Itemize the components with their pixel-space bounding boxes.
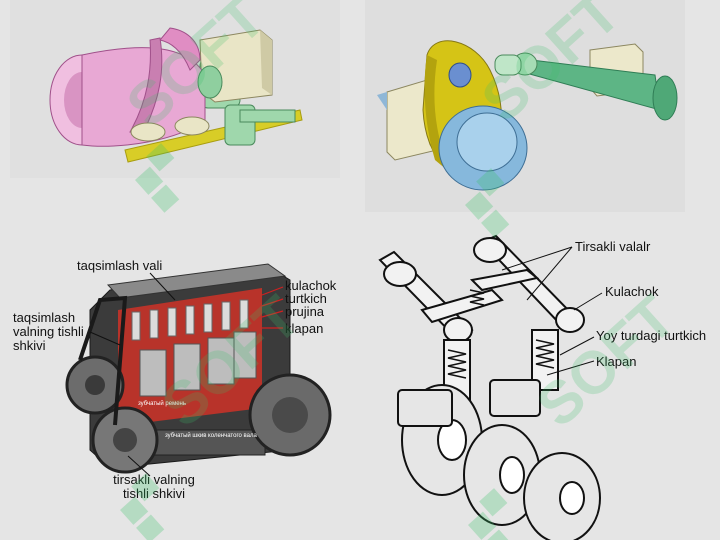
engine-cutaway-drawing (65, 263, 332, 477)
label-cam-pulley: taqsimlash valning tishli shkivi (13, 310, 84, 353)
label-rocker-cam: Kulachok (605, 284, 659, 299)
label-pusher: turtkich (285, 291, 327, 306)
label-camshaft: taqsimlash vali (77, 258, 163, 273)
label-valve: klapan (285, 321, 324, 336)
panel-pink-cam-mechanism (10, 0, 340, 178)
belt-label-ru: зубчатый ремень (138, 401, 186, 407)
label-rocker-spring-pusher: Yoy turdagi turtkich (596, 328, 707, 343)
rocker-arm-linework (378, 234, 603, 540)
pink-cam-drawing (49, 27, 303, 163)
label-rocker-valve: Klapan (596, 354, 637, 369)
panel-engine-cutaway: зубчатый ремень зубчатый шкив коленчатог… (0, 240, 360, 540)
label-cam-lobe: kulachok (285, 278, 337, 293)
panel-yellow-cam-mechanism (365, 0, 685, 212)
label-rocker-shafts: Tirsakli valalr (575, 239, 651, 254)
panel-rocker-arm-drawing (362, 230, 720, 540)
yellow-cam-drawing (377, 40, 678, 191)
label-spring: prujina (285, 304, 325, 319)
crank-pulley-label-ru: зубчатый шкив коленчатого вала (165, 433, 257, 439)
label-crank-pulley: tirsakli valning tishli shkivi (113, 472, 195, 501)
